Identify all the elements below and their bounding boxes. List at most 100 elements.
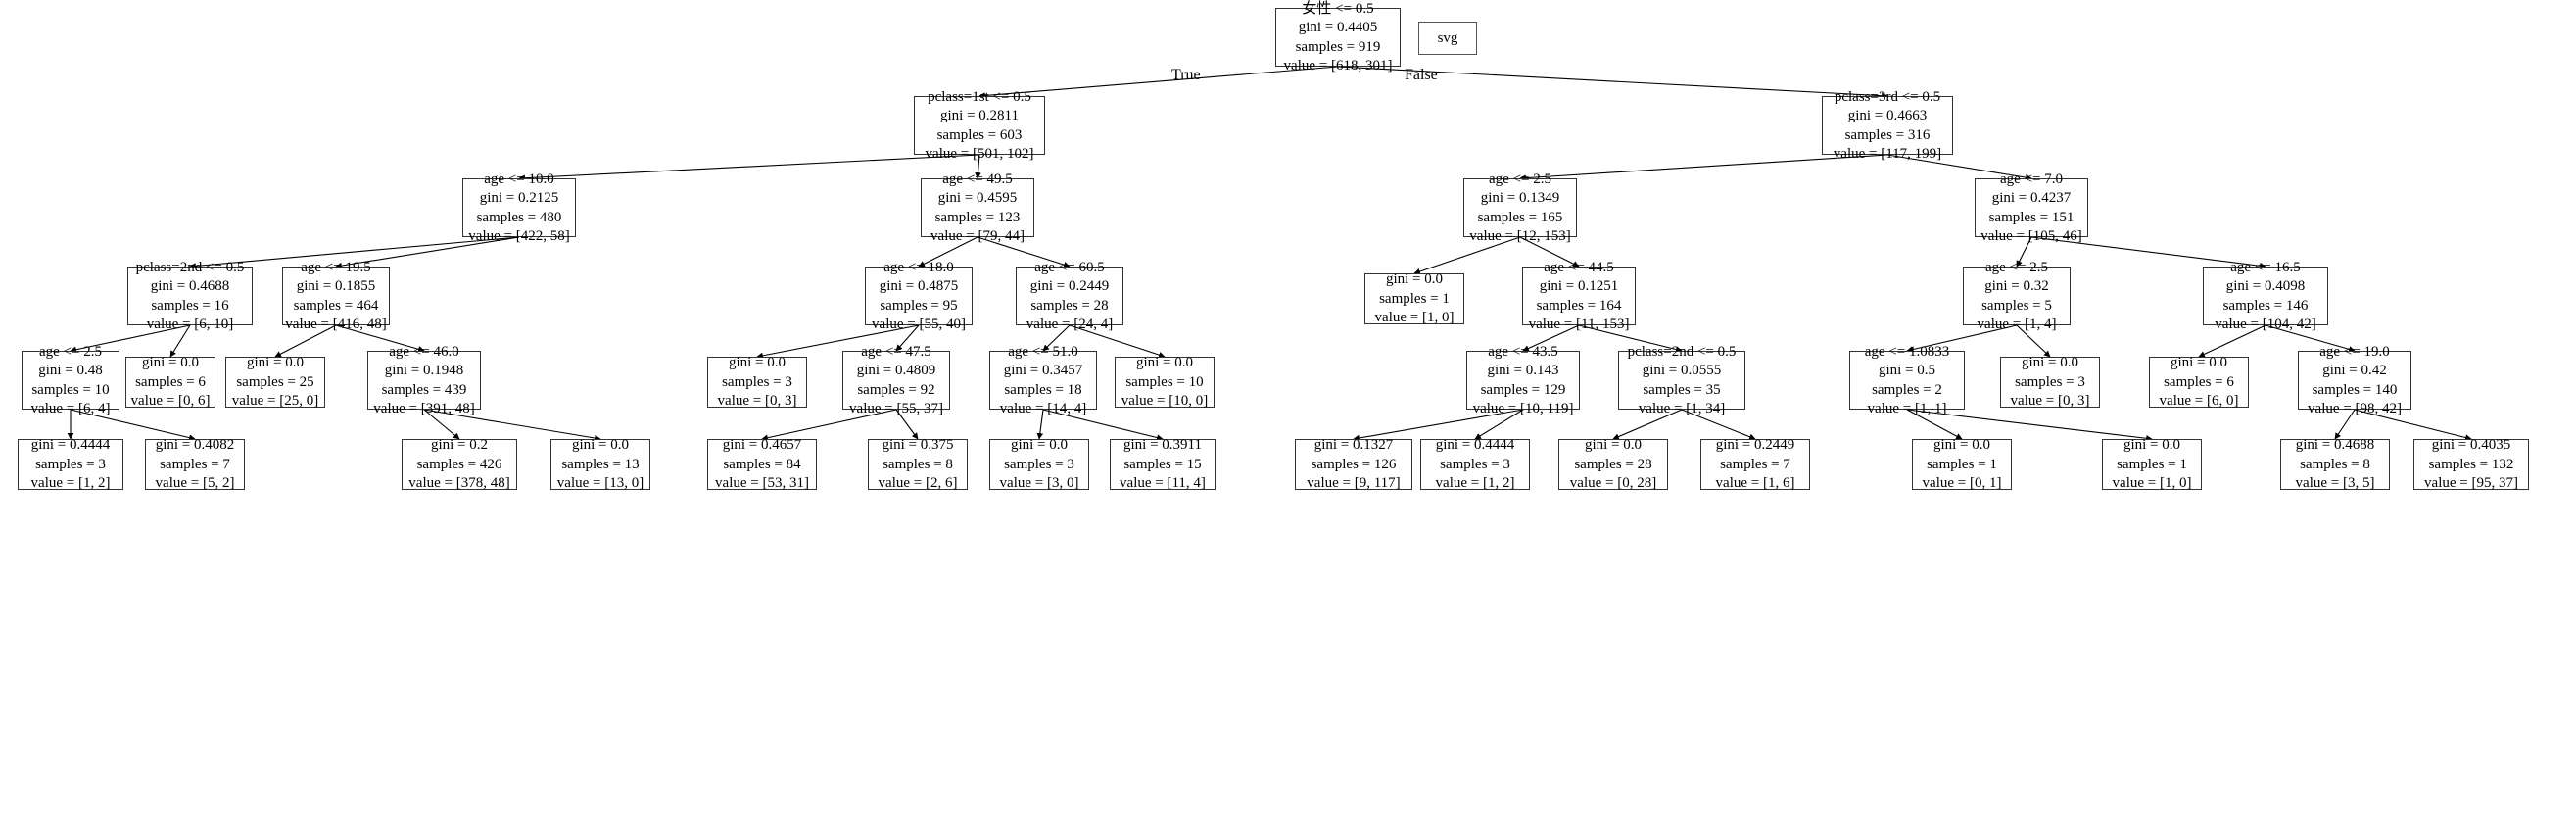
node-gini: gini = 0.4237 <box>1991 190 2072 206</box>
node-gini: gini = 0.0 <box>1584 437 1643 454</box>
node-gini: gini = 0.1327 <box>1313 437 1394 454</box>
node-condition: age <= 7.0 <box>2000 171 2063 187</box>
node-condition: age <= 43.5 <box>1488 343 1558 360</box>
node-gini: gini = 0.1855 <box>296 278 376 294</box>
node-condition: age <= 60.5 <box>1034 259 1105 275</box>
node-samples: samples = 3 <box>1440 456 1510 472</box>
node-samples: samples = 15 <box>1123 456 1202 472</box>
node-value: value = [11, 153] <box>1528 317 1630 332</box>
node-samples: samples = 151 <box>1988 209 2075 225</box>
edge-label-true: True <box>1171 67 1201 83</box>
node-samples: samples = 3 <box>722 373 792 390</box>
node-gini: gini = 0.2125 <box>479 190 559 206</box>
node-condition: pclass=2nd <= 0.5 <box>135 259 245 275</box>
node-gini: gini = 0.4657 <box>722 437 802 454</box>
node-gini: gini = 0.3457 <box>1003 363 1083 378</box>
node-samples: samples = 92 <box>857 381 935 398</box>
node-value: value = [1, 0] <box>2112 475 2192 492</box>
node-value: value = [391, 48] <box>373 401 475 416</box>
node-value: value = [55, 37] <box>849 401 943 416</box>
node-value: value = [11, 4] <box>1120 475 1206 492</box>
node-value: value = [9, 117] <box>1307 475 1401 492</box>
node-value: value = [1, 2] <box>1435 475 1515 492</box>
node-value: value = [98, 42] <box>2308 401 2402 416</box>
node-condition: age <= 2.5 <box>1489 171 1551 187</box>
node-gini: gini = 0.1251 <box>1539 278 1619 294</box>
node-condition: age <= 44.5 <box>1544 259 1614 275</box>
node-value: value = [13, 0] <box>556 475 644 492</box>
tree-edge <box>1519 154 1888 181</box>
node-value: value = [1, 6] <box>1715 475 1795 492</box>
node-value: value = [1, 2] <box>30 475 111 492</box>
node-condition: age <= 16.5 <box>2230 259 2301 275</box>
node-gini: gini = 0.0 <box>2021 355 2079 371</box>
node-samples: samples = 1 <box>2117 456 2187 472</box>
node-samples: samples = 5 <box>1981 297 2052 314</box>
node-samples: samples = 1 <box>1927 456 1997 472</box>
node-condition: age <= 1.0833 <box>1864 343 1950 360</box>
node-value: value = [0, 3] <box>717 393 797 410</box>
node-gini: gini = 0.0 <box>141 355 200 371</box>
node-samples: samples = 25 <box>236 373 314 390</box>
node-samples: samples = 123 <box>934 209 1021 225</box>
node-samples: samples = 10 <box>31 381 110 398</box>
node-value: value = [10, 119] <box>1472 401 1574 416</box>
node-gini: gini = 0.1948 <box>384 363 464 378</box>
node-condition: pclass=2nd <= 0.5 <box>1627 343 1737 360</box>
node-value: value = [2, 6] <box>878 475 958 492</box>
node-value: value = [24, 4] <box>1026 317 1114 332</box>
node-samples: samples = 480 <box>476 209 562 225</box>
node-gini: gini = 0.0 <box>1135 355 1194 371</box>
node-value: value = [14, 4] <box>999 401 1087 416</box>
node-samples: samples = 7 <box>1720 456 1790 472</box>
node-gini: gini = 0.4035 <box>2431 437 2511 454</box>
node-value: value = [79, 44] <box>930 228 1025 244</box>
node-samples: samples = 3 <box>2015 373 2085 390</box>
